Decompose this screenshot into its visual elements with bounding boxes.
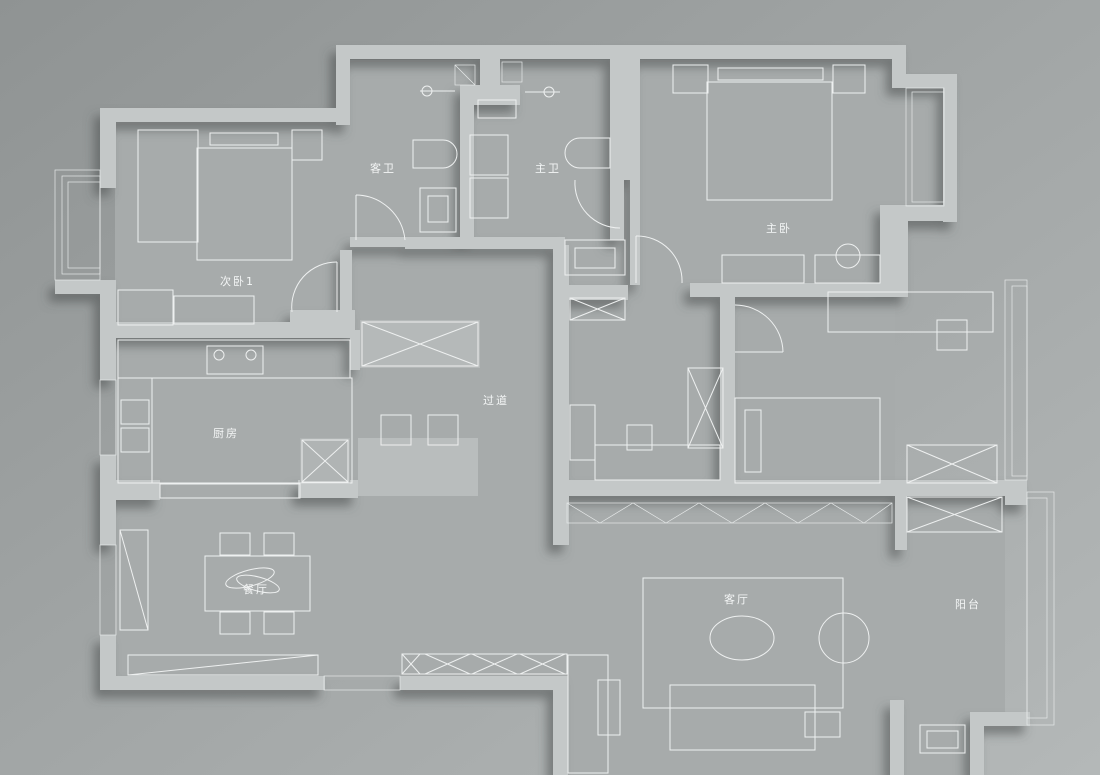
room-label-balcony: 阳台	[955, 597, 981, 611]
room-label-secondary-bedroom: 次卧1	[220, 274, 255, 288]
study-furniture	[569, 279, 1028, 484]
room-label-kitchen: 厨房	[213, 427, 239, 440]
balcony-fixtures	[906, 491, 1055, 754]
living-room-furniture	[401, 502, 893, 774]
walls	[55, 45, 1030, 775]
master-bedroom-furniture	[635, 64, 945, 284]
guest-bathroom-fixtures	[355, 64, 476, 241]
secondary-bedroom-furniture	[54, 129, 338, 326]
room-label-master-bathroom: 主卫	[535, 162, 561, 175]
kitchen-fixtures	[99, 339, 353, 499]
room-label-master-bedroom: 主卧	[766, 222, 792, 235]
room-label-hallway: 过道	[483, 393, 509, 407]
room-label-guest-bathroom: 客卫	[370, 161, 396, 175]
master-bathroom-fixtures	[469, 61, 626, 276]
room-label-living-room: 客厅	[724, 592, 750, 606]
hallway-storage	[300, 320, 480, 496]
room-label-dining-room: 餐厅	[243, 582, 269, 596]
dining-furniture	[99, 529, 401, 691]
